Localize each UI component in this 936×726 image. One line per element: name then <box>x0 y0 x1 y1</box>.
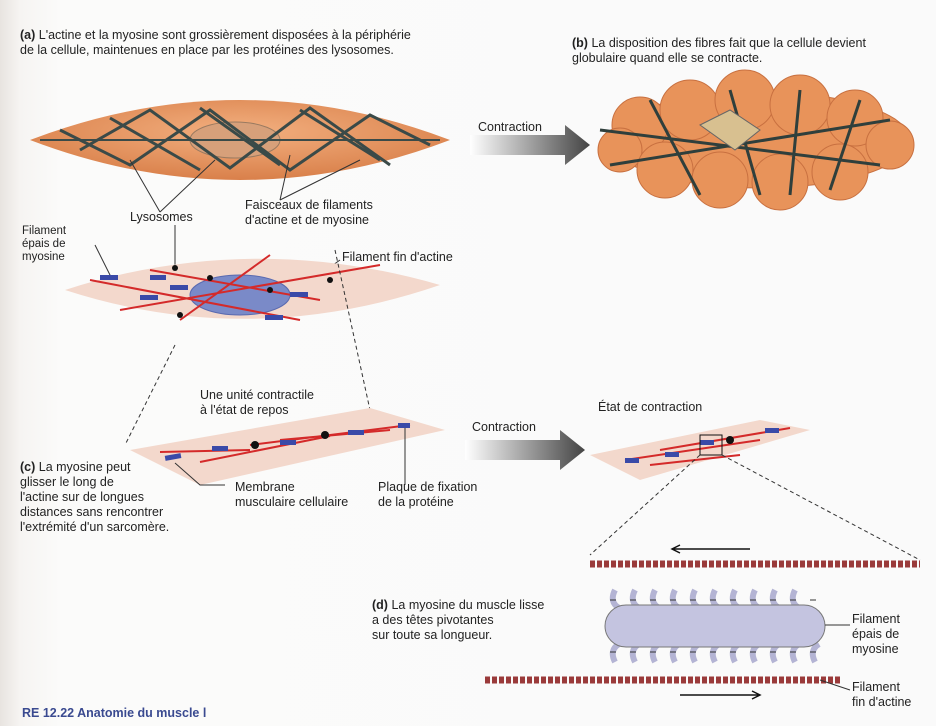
panel-text: La myosine peut glisser le long de l'act… <box>20 460 170 534</box>
contractile-unit-resting <box>130 408 445 485</box>
panel-text: La myosine du muscle lisse a des têtes p… <box>372 598 545 642</box>
panel-a-caption: (a) L'actine et la myosine sont grossièr… <box>20 28 490 58</box>
panel-letter: (a) <box>20 28 36 42</box>
contraction-label: Contraction <box>478 120 542 134</box>
panel-letter: (d) <box>372 598 388 612</box>
spindle-cell <box>30 100 450 180</box>
contraction-label: Contraction <box>472 420 536 434</box>
panel-text: La disposition des fibres fait que la ce… <box>572 36 866 65</box>
arrow-right-icon <box>680 690 762 700</box>
thick-myosin-filament <box>604 588 851 691</box>
bundles-label: Faisceaux de filaments d'actine et de my… <box>245 198 373 227</box>
pale-cell <box>65 254 440 321</box>
plaque-label: Plaque de fixation de la protéine <box>378 480 478 509</box>
panel-letter: (b) <box>572 36 588 50</box>
thick-myosin-label-d: Filament épais de myosine <box>852 612 900 656</box>
figure-caption: RE 12.22 Anatomie du muscle l <box>22 706 207 720</box>
panel-b-caption: (b) La disposition des fibres fait que l… <box>572 36 912 66</box>
globular-cell <box>597 69 915 211</box>
contraction-arrow-1 <box>470 125 590 165</box>
panel-c-caption: (c) La myosine peut glisser le long de l… <box>20 460 230 535</box>
thin-actin-label-d: Filament fin d'actine <box>852 680 912 709</box>
membrane-label: Membrane musculaire cellulaire <box>235 480 349 509</box>
contraction-arrow-2 <box>465 430 585 470</box>
panel-d-caption: (d) La myosine du muscle lisse a des têt… <box>372 598 592 643</box>
panel-text: L'actine et la myosine sont grossièremen… <box>20 28 411 57</box>
resting-unit-label: Une unité contractile à l'état de repos <box>200 388 314 417</box>
lysosomes-label: Lysosomes <box>130 210 193 224</box>
thin-actin-label: Filament fin d'actine <box>342 250 453 264</box>
panel-letter: (c) <box>20 460 36 474</box>
arrow-left-icon <box>670 544 750 554</box>
contractile-unit-contracted <box>590 420 810 480</box>
thick-myosin-label: Filament épais de myosine <box>22 225 67 263</box>
contracted-state-label: État de contraction <box>598 400 703 414</box>
